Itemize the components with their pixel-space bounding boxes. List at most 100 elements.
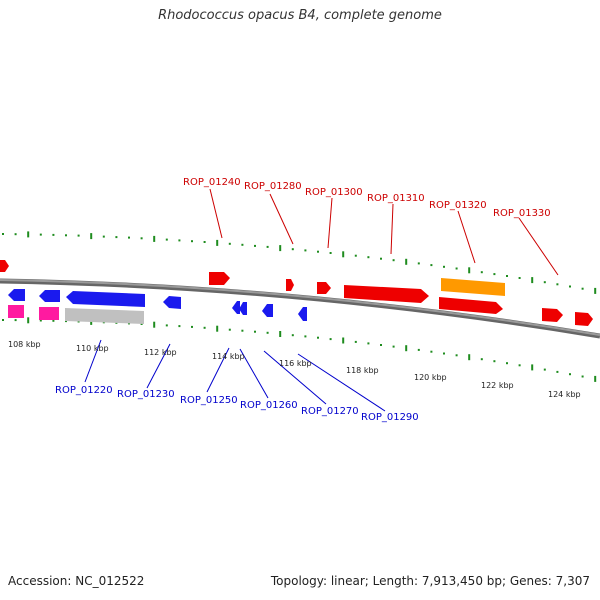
scale-tick [531, 364, 534, 371]
scale-labels: 108 kbp 110 kbp 112 kbp 114 kbp 116 kbp … [8, 340, 581, 399]
scale-tick [254, 244, 256, 247]
scale-tick [228, 242, 231, 245]
scale-tick [14, 233, 17, 236]
scale-tick [468, 354, 471, 361]
scale-tick [392, 345, 395, 348]
scale-tick [430, 350, 433, 353]
scale-tick [241, 329, 244, 332]
gene-label-rop-01270[interactable]: ROP_01270 [301, 406, 359, 417]
gene-label-rop-01300[interactable]: ROP_01300 [305, 187, 363, 198]
scale-tick [203, 241, 206, 243]
gene-label-rop-01310[interactable]: ROP_01310 [367, 193, 425, 204]
forward-gene[interactable] [344, 285, 429, 303]
scale-tick [39, 319, 42, 322]
scale-tick [52, 319, 55, 322]
gene-label-rop-01220[interactable]: ROP_01220 [55, 385, 113, 396]
map-title: Rhodococcus opacus B4, complete genome [158, 8, 442, 23]
scale-tick [455, 354, 458, 357]
scale-tick [443, 265, 445, 268]
scale-tick [140, 323, 143, 325]
reverse-gene[interactable] [298, 307, 307, 321]
genome-summary-text: Topology: linear; Length: 7,913,450 bp; … [270, 574, 590, 588]
scale-tick [304, 335, 307, 338]
scale-tick [581, 287, 584, 290]
scale-tick [228, 328, 231, 331]
gene-label-rop-01290[interactable]: ROP_01290 [361, 412, 419, 423]
reverse-gene[interactable] [239, 302, 247, 315]
forward-gene[interactable] [575, 312, 593, 326]
gray-feature[interactable] [65, 308, 144, 324]
leader-line [327, 197, 333, 249]
scale-tick [279, 245, 282, 252]
scale-tick [153, 235, 156, 242]
gene-label-rop-01230[interactable]: ROP_01230 [117, 389, 175, 400]
scale-tick [392, 259, 395, 262]
leader-line [269, 193, 294, 245]
forward-gene[interactable] [542, 308, 563, 322]
scale-tick [52, 233, 55, 236]
scale-tick [178, 239, 181, 242]
scale-tick [291, 334, 294, 337]
reverse-gene[interactable] [66, 291, 145, 307]
forward-gene[interactable] [317, 282, 331, 294]
scale-tick [241, 243, 244, 246]
scale-tick [367, 342, 370, 345]
gene-label-rop-01260[interactable]: ROP_01260 [240, 400, 298, 411]
scale-label: 122 kbp [481, 381, 514, 390]
scale-tick [27, 231, 30, 238]
forward-gene[interactable] [209, 272, 230, 285]
scale-tick [493, 273, 496, 276]
scale-tick [518, 277, 521, 279]
scale-tick [65, 234, 67, 237]
gene-label-rop-01330[interactable]: ROP_01330 [493, 208, 551, 219]
leader-line [146, 343, 171, 389]
scale-tick [594, 375, 597, 382]
orange-feature[interactable] [441, 278, 505, 296]
forward-gene[interactable] [286, 279, 294, 291]
scale-tick [417, 262, 420, 265]
reverse-gene[interactable] [232, 301, 240, 314]
scale-tick [417, 348, 420, 351]
scale-label: 118 kbp [346, 366, 379, 375]
scale-tick [531, 277, 534, 284]
scale-tick [216, 239, 219, 246]
scale-tick [115, 236, 118, 239]
gene-label-rop-01280[interactable]: ROP_01280 [244, 181, 302, 192]
forward-gene[interactable] [439, 297, 503, 314]
scale-tick [266, 245, 269, 248]
scale-tick [518, 364, 521, 367]
pink-feature[interactable] [39, 307, 59, 320]
gene-label-rop-01320[interactable]: ROP_01320 [429, 200, 487, 211]
reverse-gene[interactable] [262, 304, 273, 317]
leader-line [263, 350, 327, 405]
scale-tick [128, 236, 130, 239]
scale-tick [430, 264, 433, 267]
scale-tick [254, 330, 256, 333]
scale-label: 112 kbp [144, 348, 177, 357]
scale-tick [543, 281, 546, 284]
scale-tick [90, 233, 93, 240]
scale-tick [216, 325, 219, 332]
scale-tick [279, 331, 282, 337]
forward-gene[interactable] [0, 260, 9, 272]
scale-tick [506, 362, 508, 365]
pink-feature[interactable] [8, 305, 24, 318]
reverse-gene[interactable] [39, 290, 60, 302]
scale-label: 116 kbp [279, 359, 312, 368]
scale-tick [380, 257, 382, 260]
reverse-gene[interactable] [8, 289, 25, 301]
scale-tick [77, 234, 80, 237]
scale-tick [506, 275, 508, 277]
scale-tick [329, 252, 332, 254]
scale-tick [329, 338, 332, 341]
reverse-gene[interactable] [163, 296, 181, 309]
scale-tick [380, 344, 382, 346]
gene-label-rop-01240[interactable]: ROP_01240 [183, 177, 241, 188]
gene-label-rop-01250[interactable]: ROP_01250 [180, 395, 238, 406]
scale-tick [317, 336, 319, 339]
scale-label: 114 kbp [212, 352, 245, 361]
scale-tick [569, 373, 571, 376]
scale-tick [191, 240, 193, 243]
leader-line [239, 348, 269, 399]
